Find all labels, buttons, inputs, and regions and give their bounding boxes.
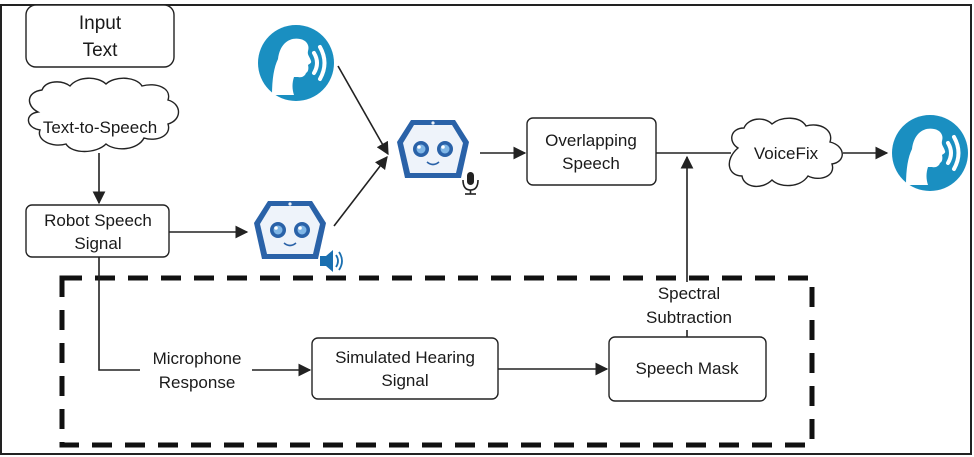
robot-speech-signal-label-line1: Robot Speech bbox=[44, 211, 152, 230]
simulated-hearing-label-line1: Simulated Hearing bbox=[335, 348, 475, 367]
robot-speech-signal-label-line2: Signal bbox=[74, 234, 121, 253]
input-text-label-line2: Text bbox=[83, 40, 119, 61]
robot-speech-signal-node: Robot Speech Signal bbox=[25, 204, 170, 258]
simulated-hearing-signal-node: Simulated Hearing Signal bbox=[311, 337, 499, 400]
edge-robot-to-robot bbox=[333, 155, 388, 227]
speech-mask-node: Speech Mask bbox=[608, 336, 767, 402]
robot-head-icon bbox=[396, 119, 470, 179]
speech-mask-label: Speech Mask bbox=[636, 359, 739, 378]
overlapping-speech-label-line1: Overlapping bbox=[545, 131, 637, 150]
microphone-icon bbox=[462, 172, 479, 195]
edge-signal-to-mic bbox=[98, 257, 152, 371]
input-text-node: Input Text bbox=[25, 4, 175, 68]
overlapping-speech-label-line2: Speech bbox=[562, 154, 620, 173]
hearing-simulation-region bbox=[59, 275, 815, 448]
text-to-speech-node: Text-to-Speech bbox=[27, 77, 180, 153]
text-to-speech-label: Text-to-Speech bbox=[43, 118, 157, 137]
microphone-response-label-line1: Microphone bbox=[153, 349, 242, 368]
speaker-icon bbox=[320, 250, 343, 272]
voicefix-node: VoiceFix bbox=[728, 117, 843, 187]
spectral-subtraction-label-line2: Subtraction bbox=[646, 308, 732, 327]
input-text-label-line1: Input bbox=[79, 13, 122, 34]
human-speaking-icon bbox=[890, 113, 970, 193]
outer-frame bbox=[0, 4, 972, 455]
edge-human-to-robot bbox=[337, 65, 389, 156]
microphone-response-label-line2: Response bbox=[159, 373, 236, 392]
simulated-hearing-label-line2: Signal bbox=[381, 371, 428, 390]
spectral-label-bg bbox=[636, 282, 744, 330]
mic-label-bg bbox=[140, 344, 252, 394]
overlapping-speech-node: Overlapping Speech bbox=[526, 117, 657, 186]
spectral-subtraction-label-line1: Spectral bbox=[658, 284, 720, 303]
human-speaking-icon bbox=[256, 23, 336, 103]
robot-head-icon bbox=[253, 200, 327, 260]
voicefix-label: VoiceFix bbox=[754, 144, 819, 163]
